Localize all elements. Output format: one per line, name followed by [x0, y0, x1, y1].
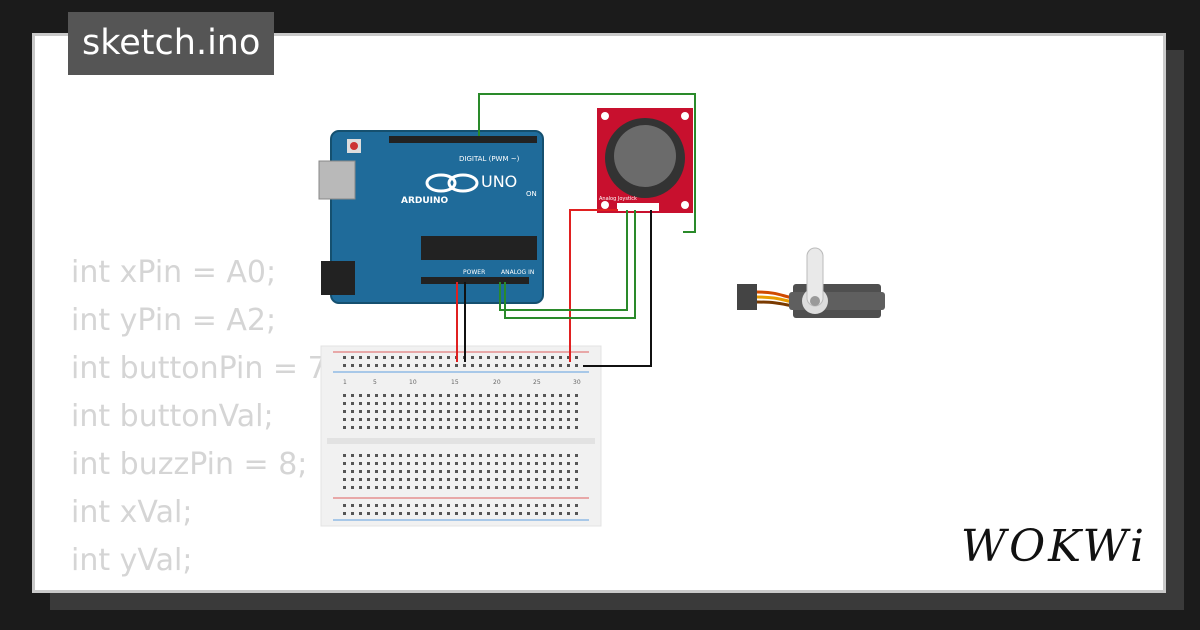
- code-line: int yPin = A2;: [71, 303, 277, 338]
- bb-col-label: 10: [409, 379, 417, 386]
- code-line: int xPin = A0;: [71, 255, 277, 290]
- breadboard-holes: [343, 356, 578, 515]
- usb-port: [318, 160, 356, 200]
- atmega-chip: [421, 236, 537, 260]
- bb-col-label: 25: [533, 379, 541, 386]
- wire-green: [478, 93, 696, 233]
- servo-motor[interactable]: [737, 247, 885, 318]
- digital-header: [389, 136, 537, 143]
- code-listing: int xPin = A0; int yPin = A2; int button…: [71, 249, 337, 590]
- on-label: ON: [526, 190, 537, 198]
- code-line: int buttonPin = 7;: [71, 351, 337, 386]
- brand-label: ARDUINO: [401, 196, 449, 206]
- wire-red: [569, 209, 618, 362]
- bb-col-label: 20: [493, 379, 501, 386]
- breadboard[interactable]: 1 5 10 15 20 25 30: [320, 345, 602, 527]
- code-line: int buzzPin = 8;: [71, 447, 308, 482]
- analog-joystick[interactable]: Analog Joystick: [597, 108, 693, 213]
- code-line: int xVal;: [71, 495, 193, 530]
- preview-card: int xPin = A0; int yPin = A2; int button…: [32, 33, 1166, 593]
- model-label: UNO: [481, 172, 517, 191]
- digital-label: DIGITAL (PWM ~): [459, 155, 520, 163]
- wire-green: [499, 210, 628, 311]
- wire-black: [583, 210, 652, 367]
- file-tab[interactable]: sketch.ino: [68, 12, 275, 75]
- analog-label: ANALOG IN: [501, 269, 534, 276]
- analog-header: [421, 277, 529, 284]
- arduino-uno[interactable]: DIGITAL (PWM ~) ARDUINO UNO POWER ANALOG…: [318, 130, 544, 304]
- joystick-label: Analog Joystick: [599, 196, 637, 202]
- circuit-diagram: DIGITAL (PWM ~) ARDUINO UNO POWER ANALOG…: [318, 93, 885, 527]
- bb-col-label: 1: [343, 379, 347, 386]
- servo-connector: [737, 284, 757, 310]
- wokwi-logo: WOKWi: [960, 521, 1147, 572]
- code-line: int yVal;: [71, 543, 193, 578]
- bb-col-label: 30: [573, 379, 581, 386]
- arduino-logo-icon: [425, 173, 457, 193]
- bb-col-label: 5: [373, 379, 377, 386]
- power-label: POWER: [463, 269, 485, 276]
- power-jack: [321, 261, 355, 295]
- wires: [456, 93, 696, 367]
- bb-col-label: 15: [451, 379, 459, 386]
- wire-green: [504, 210, 636, 319]
- code-line: int buttonVal;: [71, 399, 274, 434]
